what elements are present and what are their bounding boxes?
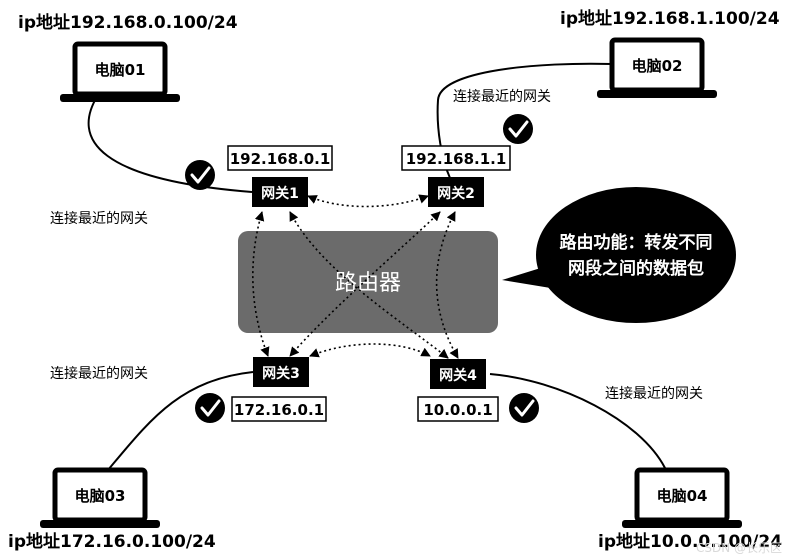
bubble-line-2: 网段之间的数据包 — [568, 258, 704, 279]
check-icon — [185, 160, 215, 190]
computer-name: 电脑01 — [95, 61, 146, 79]
note-gw1: 连接最近的网关 — [50, 210, 148, 227]
computer-01: 电脑01 — [60, 41, 180, 102]
gw3-ip: 172.16.0.1 — [234, 401, 324, 419]
computer-name: 电脑04 — [657, 487, 708, 505]
pc1-ip-title: ip地址192.168.0.100/24 — [18, 12, 238, 33]
gateway-3 — [253, 357, 309, 387]
gw1-ip: 192.168.0.1 — [230, 150, 331, 168]
speech-bubble: 路由功能：转发不同 网段之间的数据包 — [502, 187, 736, 323]
gw2-ip: 192.168.1.1 — [406, 150, 507, 168]
gateway-1 — [252, 177, 308, 207]
computer-name: 电脑03 — [75, 487, 126, 505]
note-gw3: 连接最近的网关 — [50, 365, 148, 382]
bubble-body — [536, 187, 736, 323]
watermark: CSDN @长乐区 — [696, 541, 782, 555]
gateway-links — [252, 194, 459, 359]
laptop-base — [597, 90, 717, 98]
pc3-ip-title: ip地址172.16.0.100/24 — [8, 531, 216, 552]
gw4-ip-box — [417, 396, 499, 422]
gw3-ip-box — [231, 396, 327, 422]
link-gw2-gw4 — [435, 211, 459, 359]
computer-03: 电脑03 — [40, 467, 160, 528]
link-gw1-gw2 — [307, 194, 429, 208]
link-gw3-gw4 — [309, 343, 431, 358]
gw1-ip-box — [227, 145, 333, 171]
laptop-base — [622, 520, 742, 528]
gateway-2-label: 网关2 — [437, 185, 475, 202]
check-icon — [195, 393, 225, 423]
gateway-4 — [430, 359, 486, 389]
computer-04: 电脑04 — [622, 467, 742, 528]
pc4-ip-title: ip地址10.0.0.100/24 — [598, 531, 782, 552]
gateway-1-label: 网关1 — [261, 185, 299, 202]
laptop-base — [60, 94, 180, 102]
check-icon — [509, 393, 539, 423]
note-gw2: 连接最近的网关 — [453, 88, 551, 105]
cable-pc1-gw1 — [87, 94, 253, 193]
gw4-ip: 10.0.0.1 — [423, 401, 492, 419]
gateway-4-label: 网关4 — [439, 367, 477, 384]
computer-name: 电脑02 — [632, 57, 683, 75]
computer-02: 电脑02 — [597, 37, 717, 98]
note-gw4: 连接最近的网关 — [605, 385, 703, 402]
gateway-2 — [428, 177, 484, 207]
link-gw2-gw3 — [289, 211, 441, 357]
check-icon — [503, 114, 533, 144]
gateway-3-label: 网关3 — [262, 365, 300, 382]
bubble-line-1: 路由功能：转发不同 — [560, 232, 713, 253]
pc2-ip-title: ip地址192.168.1.100/24 — [560, 8, 780, 29]
gw2-ip-box — [401, 145, 511, 171]
cable-pc3-gw3 — [107, 371, 254, 471]
cable-pc4-gw4 — [489, 373, 666, 469]
laptop-base — [40, 520, 160, 528]
router-label: 路由器 — [335, 271, 401, 296]
